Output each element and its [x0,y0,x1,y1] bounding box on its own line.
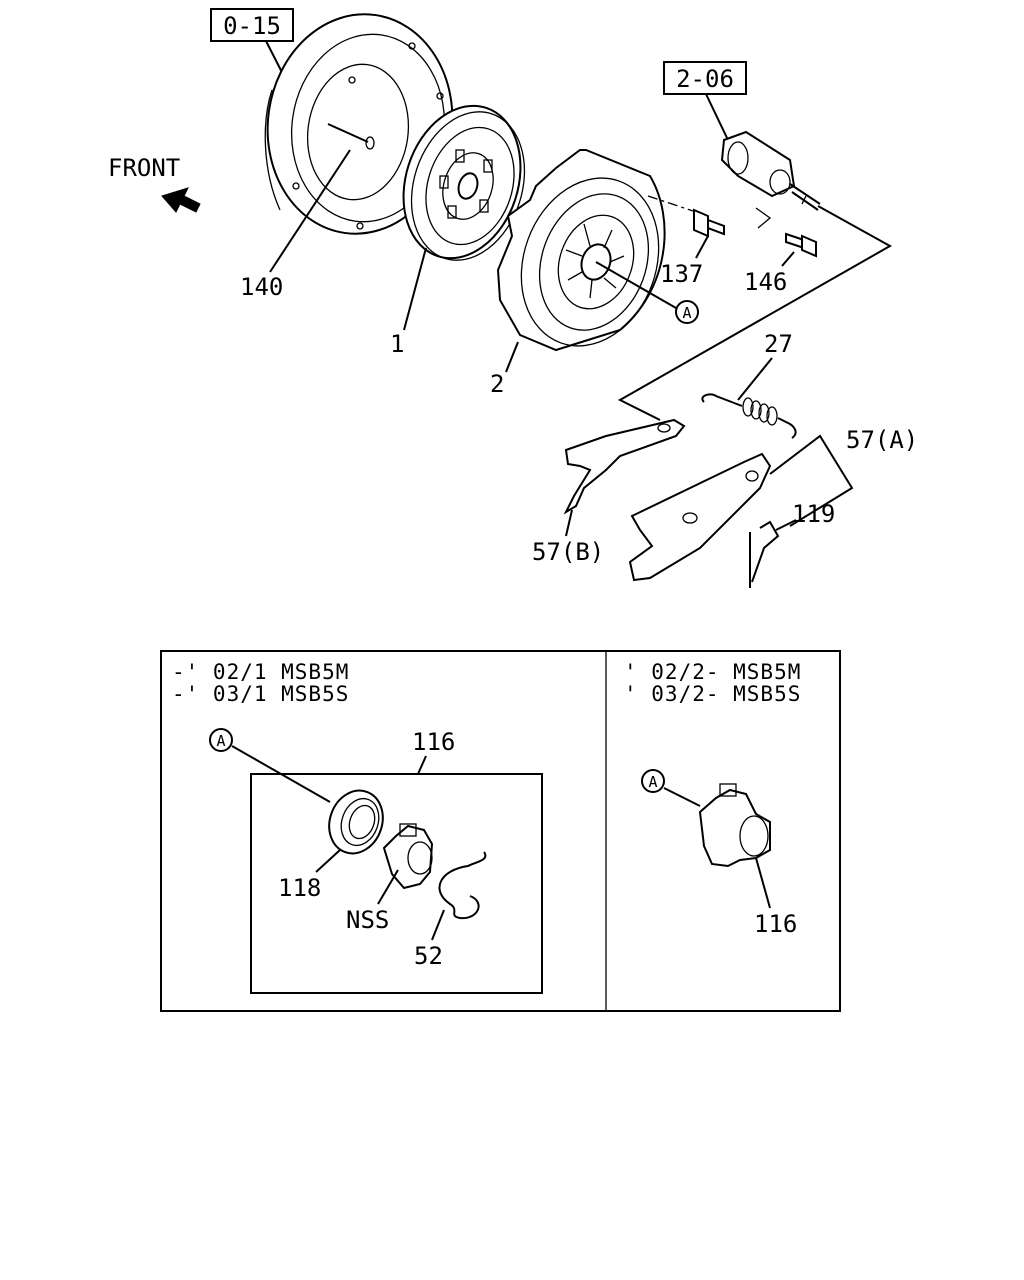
clip-119 [749,520,780,588]
leader-146 [781,251,795,267]
assembly-box-116 [250,773,543,994]
callout-27: 27 [764,330,793,358]
svg-text:A: A [648,773,657,791]
right-panel-line2: ' 03/2- MSB5S [624,682,801,706]
leader-116-left [417,755,427,775]
ref-cylinder-label: 2-06 [676,65,734,93]
release-fork-57b [563,418,686,515]
leader-2 [505,341,519,373]
leader-116-right [755,857,771,909]
leader-1 [403,247,427,331]
variant-table [160,650,841,1012]
leader-a-right [663,787,701,807]
marker-a-right: A [641,769,665,793]
callout-52: 52 [414,942,443,970]
svg-text:A: A [682,304,691,322]
ref-box-cylinder[interactable]: 2-06 [663,61,747,95]
pilot-bearing-140 [327,123,375,150]
left-callout-116: 116 [412,728,455,756]
callout-nss: NSS [346,906,389,934]
left-panel-line2: -' 03/1 MSB5S [172,682,349,706]
callout-146: 146 [744,268,787,296]
slave-cylinder [720,130,821,211]
marker-a-top: A [675,300,699,324]
leader-52 [431,909,445,941]
bearing-118 [328,789,384,855]
callout-2: 2 [490,370,504,398]
front-label: FRONT [108,154,180,182]
leader-nss [377,869,399,905]
callout-137: 137 [660,260,703,288]
right-callout-116: 116 [754,910,797,938]
leader-57b [565,509,573,537]
clutch-disc [402,104,526,261]
bearing-carrier-nss [382,823,434,890]
leader-140 [269,149,351,273]
bracket-57a [769,434,854,527]
concentric-bearing-116 [698,783,771,868]
left-panel-line1: -' 02/1 MSB5M [172,660,349,684]
callout-118: 118 [278,874,321,902]
clip-52 [438,851,487,920]
callout-57a: 57(A) [846,426,918,454]
leader-a-top [595,261,677,309]
marker-a-left: A [209,728,233,752]
pressure-plate-cover [496,149,666,352]
leader-137 [695,235,709,259]
bolt-146 [785,232,817,258]
svg-text:A: A [216,732,225,750]
ref-box-flywheel[interactable]: 0-15 [210,8,294,42]
callout-140: 140 [240,273,283,301]
right-panel-line1: ' 02/2- MSB5M [624,660,801,684]
release-fork-57a [628,452,772,582]
return-spring-27 [701,393,797,439]
bolt-137 [693,208,725,238]
bracket-bolts [755,207,772,229]
leader-119 [775,519,797,531]
callout-57b: 57(B) [532,538,604,566]
leader-118 [315,849,341,873]
front-arrow-icon [161,187,201,213]
callout-119: 119 [792,500,835,528]
leader-27 [737,357,773,401]
bracket-cylinder-fork [617,205,893,421]
ref-flywheel-label: 0-15 [223,12,281,40]
leader-cylinder [705,93,729,141]
callout-1: 1 [390,330,404,358]
